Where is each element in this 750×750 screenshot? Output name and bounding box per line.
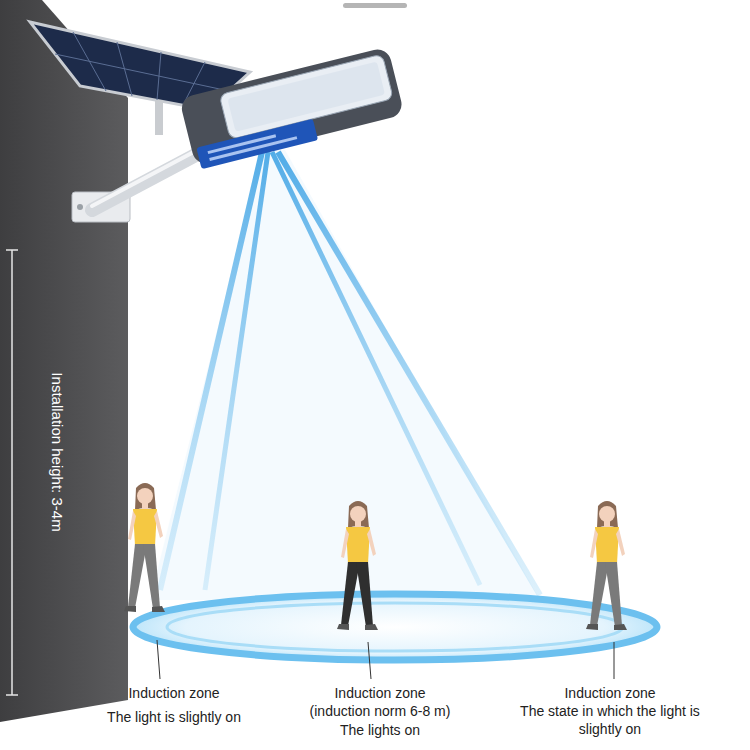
- lamp-label-mark: [209, 136, 297, 161]
- zone-norm-label: (induction norm 6-8 m): [310, 702, 451, 720]
- arm: [92, 150, 205, 210]
- arm-highlight: [92, 146, 205, 206]
- walking-woman: [124, 483, 165, 612]
- dimension-tick: [6, 694, 18, 696]
- wall: [0, 0, 128, 722]
- beam-glow: [150, 150, 540, 600]
- zone-inner-ellipse: [167, 603, 623, 651]
- leader-line: [614, 642, 615, 679]
- people: [124, 483, 627, 630]
- beam: [205, 152, 268, 590]
- dimension-tick: [6, 249, 18, 251]
- dimension-label: Installation height: 3-4m: [48, 372, 66, 531]
- dimension-line: [11, 250, 13, 695]
- leader-line: [368, 642, 371, 679]
- zone-state-label: The state in which the light is slightly…: [510, 702, 710, 738]
- beam: [160, 152, 262, 590]
- beam: [272, 152, 480, 585]
- phone-bar: [343, 3, 407, 8]
- zone-label: Induction zone: [334, 684, 425, 702]
- zone-label: Induction zone: [564, 684, 655, 702]
- grid-line: [55, 54, 229, 91]
- zone-state-label: The light is slightly on: [107, 708, 241, 726]
- light-beams: [150, 150, 540, 600]
- zone-ellipse: [133, 594, 657, 660]
- induction-zone: [133, 594, 657, 660]
- leader-line: [157, 640, 160, 679]
- lamp-head: [179, 47, 406, 171]
- dimension-line: [6, 250, 18, 695]
- zone-label: Induction zone: [128, 684, 219, 702]
- beam: [278, 152, 540, 595]
- lamp-label-strip: [196, 119, 318, 169]
- walking-woman: [586, 501, 627, 630]
- panel-support: [155, 100, 163, 135]
- mounting-arm: [72, 146, 205, 222]
- bolt: [77, 204, 83, 210]
- zone-state-label: The lights on: [340, 721, 420, 739]
- walking-woman: [337, 501, 378, 630]
- leader-lines: [157, 640, 614, 679]
